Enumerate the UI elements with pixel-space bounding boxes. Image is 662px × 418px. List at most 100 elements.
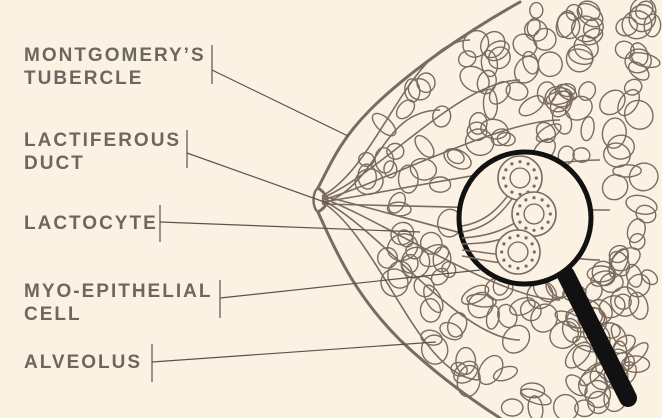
lobule xyxy=(576,2,604,28)
lobule-pattern xyxy=(354,0,662,418)
lobule xyxy=(577,0,601,22)
lactocyte-cell xyxy=(518,220,522,224)
lobule xyxy=(621,10,653,40)
lobule xyxy=(477,354,504,386)
alveolus-lobe xyxy=(495,229,541,275)
lobule xyxy=(419,298,442,323)
lobule xyxy=(625,263,643,288)
duct xyxy=(321,109,441,205)
lobule xyxy=(549,90,573,118)
lobule xyxy=(587,390,610,415)
lactocyte-cell xyxy=(534,176,538,180)
lactocyte-cell xyxy=(516,266,520,270)
lactocyte-cell xyxy=(500,250,504,254)
label-text: LACTOCYTE xyxy=(24,213,158,234)
lobule xyxy=(581,27,604,46)
lobule xyxy=(626,218,646,244)
lobule xyxy=(443,148,472,170)
lobule xyxy=(574,399,596,418)
label-text: DUCT xyxy=(24,153,85,174)
duct xyxy=(321,197,561,301)
lobule xyxy=(621,355,651,374)
lobule xyxy=(529,1,544,19)
lobule xyxy=(623,342,649,367)
lactocyte-cell xyxy=(510,190,514,194)
lactocyte-cell xyxy=(502,258,506,262)
lobule xyxy=(536,81,557,105)
lobule xyxy=(545,90,573,106)
lobule xyxy=(610,247,641,272)
lobule xyxy=(601,174,629,201)
label-alveolus: ALVEOLUS xyxy=(24,351,142,374)
leader-lines xyxy=(151,45,481,382)
nipple xyxy=(312,186,319,214)
lobule xyxy=(635,204,657,224)
lobule xyxy=(501,324,531,354)
lactocyte-cell xyxy=(518,160,522,164)
lobule xyxy=(466,293,497,308)
lactocyte-cell xyxy=(546,204,550,208)
lobule xyxy=(387,260,413,289)
lobule xyxy=(446,148,465,165)
lobule xyxy=(414,134,435,158)
lobule xyxy=(623,99,654,130)
lobule xyxy=(480,49,499,78)
lobule xyxy=(439,321,463,341)
lobule xyxy=(614,40,635,60)
lobule xyxy=(628,291,649,320)
lobule xyxy=(386,142,405,160)
lobule xyxy=(590,270,615,287)
leader-lactiferous-duct xyxy=(186,152,331,205)
lobule xyxy=(420,334,449,365)
lactocyte-cell xyxy=(524,198,528,202)
lobule xyxy=(623,78,643,96)
lobule xyxy=(624,48,652,74)
lactocyte-cell xyxy=(546,220,550,224)
lobule xyxy=(578,370,608,399)
lobule xyxy=(564,341,592,369)
alveolus-lumen xyxy=(507,241,529,263)
lobule xyxy=(615,16,639,37)
lactocyte-cell xyxy=(532,228,536,232)
lobule xyxy=(614,293,632,310)
lobule xyxy=(467,291,494,319)
alveolus-lumen xyxy=(509,167,531,189)
lobule xyxy=(584,379,612,409)
lactocyte-cell xyxy=(502,242,506,246)
lobule xyxy=(564,95,593,121)
lobule xyxy=(460,284,490,305)
label-montgomerys-tubercle: MONTGOMERY’S TUBERCLE xyxy=(24,44,206,90)
alveolus-lumen xyxy=(523,203,545,225)
label-lactiferous-duct: LACTIFEROUS DUCT xyxy=(24,129,181,175)
lobule xyxy=(505,81,529,101)
label-myo-epithelial-cell: MYO-EPITHELIAL CELL xyxy=(24,280,212,326)
lactocyte-cell xyxy=(530,258,534,262)
duct xyxy=(321,159,601,203)
lobule xyxy=(565,3,583,22)
lobule xyxy=(628,162,659,192)
label-text: TUBERCLE xyxy=(24,68,144,89)
lactocyte-cell xyxy=(504,168,508,172)
lobule xyxy=(512,33,538,57)
lobule xyxy=(441,261,457,279)
label-text: MONTGOMERY’S xyxy=(24,45,206,66)
lobule xyxy=(565,43,594,73)
leader-myo-epithelial-cell xyxy=(219,269,481,299)
lobule xyxy=(606,134,635,160)
lactocyte-cell xyxy=(540,198,544,202)
lobule xyxy=(626,273,651,298)
lobule xyxy=(428,176,452,193)
lobule xyxy=(551,106,573,135)
lactocyte-cell xyxy=(508,236,512,240)
magnifier-handle xyxy=(557,266,637,407)
lobule xyxy=(496,132,516,147)
lobule xyxy=(390,221,415,246)
lobule xyxy=(625,194,658,215)
lactocyte-cell xyxy=(540,226,544,230)
lobule xyxy=(520,382,546,399)
lactocyte-cell xyxy=(504,184,508,188)
lobule xyxy=(383,160,398,179)
label-text: LACTIFEROUS xyxy=(24,130,182,151)
magnifying-glass xyxy=(456,149,637,407)
magnified-alveoli xyxy=(495,155,557,275)
